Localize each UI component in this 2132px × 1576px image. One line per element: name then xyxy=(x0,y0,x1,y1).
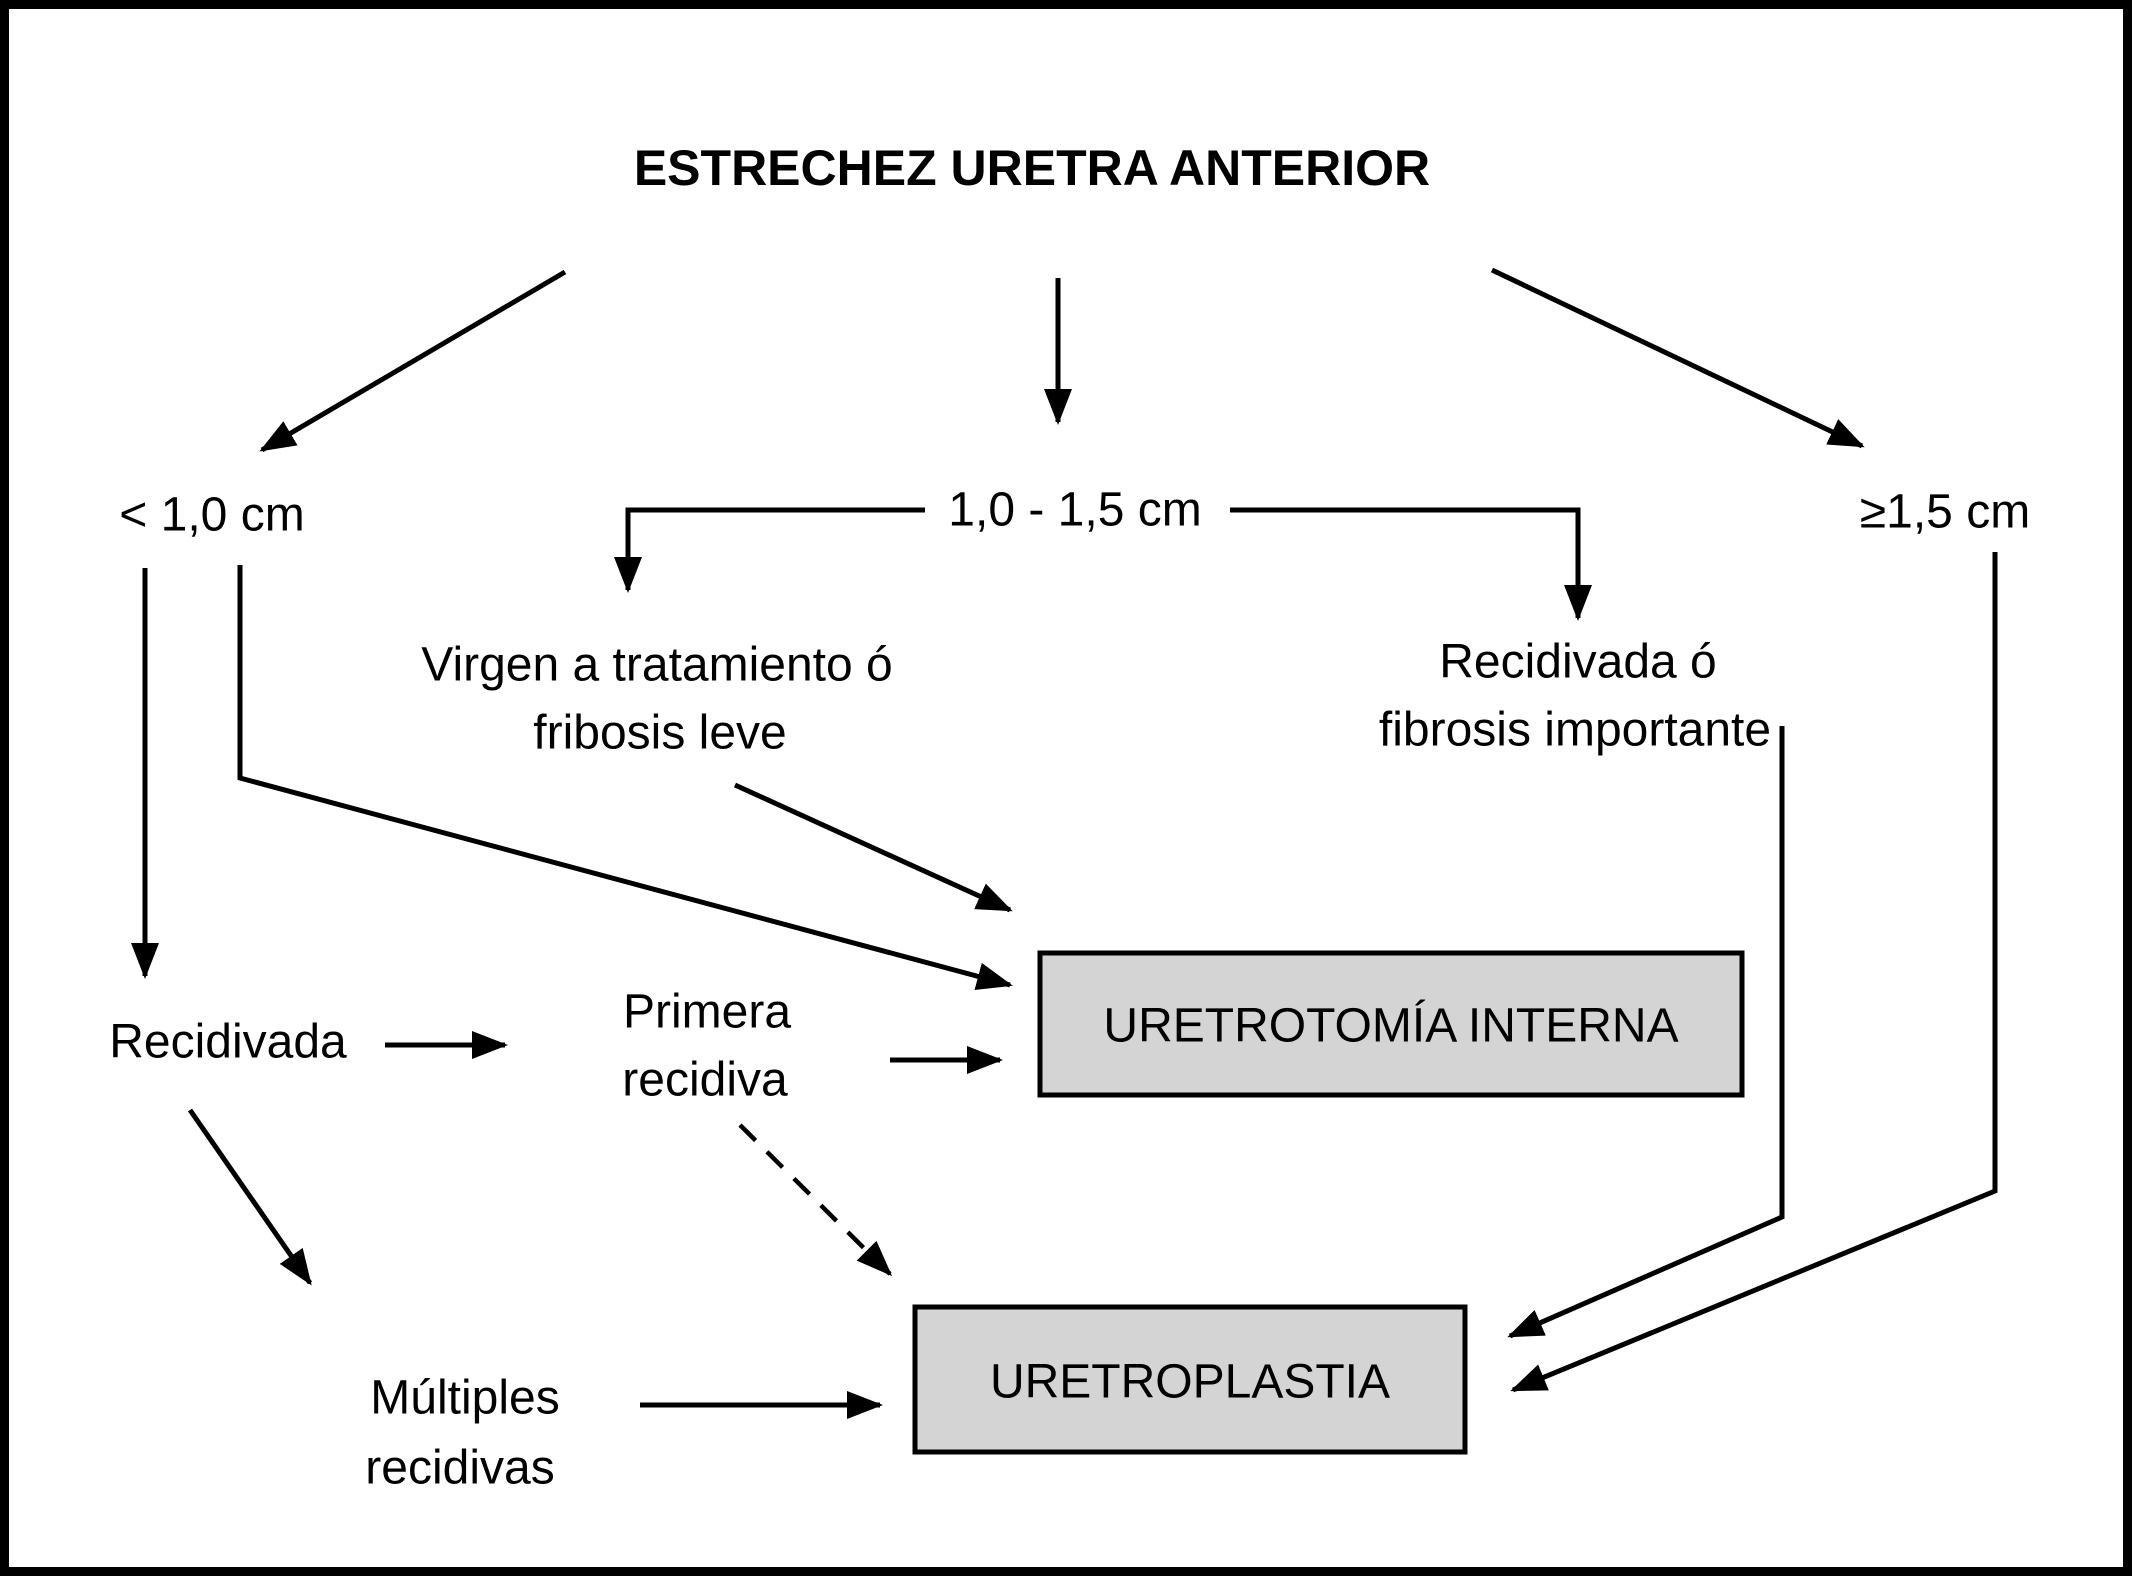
arrow-primera-to-uretroplastia-dashed xyxy=(738,1123,893,1277)
uretrotomia-box: URETROTOMÍA INTERNA xyxy=(1037,950,1745,1098)
label-less-than-1cm: < 1,0 cm xyxy=(119,489,304,542)
arrow-recidivada-to-multiples xyxy=(187,1108,313,1286)
arrow-title-to-lt10 xyxy=(259,269,567,453)
uretroplastia-box-label: URETROPLASTIA xyxy=(990,1356,1390,1409)
uretroplastia-box-rect xyxy=(912,1304,1468,1455)
node-recidivada: Recidivada xyxy=(109,1016,347,1069)
arrow-virgen-to-uretrotomia xyxy=(733,782,1013,913)
arrow-mid-to-recidivada-fibrosis xyxy=(1230,507,1592,621)
arrow-ge15-to-uretroplastia xyxy=(1510,552,1998,1393)
uretroplastia-box: URETROPLASTIA xyxy=(912,1304,1468,1455)
node-multiples-line1: Múltiples xyxy=(370,1372,559,1425)
node-multiples-line2: recidivas xyxy=(365,1442,554,1495)
node-virgen-line2: fribosis leve xyxy=(533,707,786,760)
label-1-to-1point5cm: 1,0 - 1,5 cm xyxy=(948,484,1201,537)
label-greater-equal-1point5cm: ≥1,5 cm xyxy=(1860,486,2030,539)
node-recidivada-fibrosis-line2: fibrosis importante xyxy=(1379,704,1771,757)
uretrotomia-box-label: URETROTOMÍA INTERNA xyxy=(1103,1000,1678,1053)
arrow-title-to-ge15 xyxy=(1490,267,1865,449)
arrow-mid-to-virgen xyxy=(614,507,925,593)
arrow-lt10-to-uretrotomia xyxy=(237,565,1013,990)
node-primera-line2: recidiva xyxy=(622,1054,788,1107)
arrow-recidivada-fibrosis-to-uretroplastia xyxy=(1507,726,1785,1339)
node-virgen-line1: Virgen a tratamiento ó xyxy=(421,639,892,692)
node-primera-line1: Primera xyxy=(623,986,791,1039)
uretrotomia-box-rect xyxy=(1037,950,1745,1098)
node-recidivada-fibrosis-line1: Recidivada ó xyxy=(1439,636,1717,689)
diagram-title: ESTRECHEZ URETRA ANTERIOR xyxy=(634,140,1430,196)
